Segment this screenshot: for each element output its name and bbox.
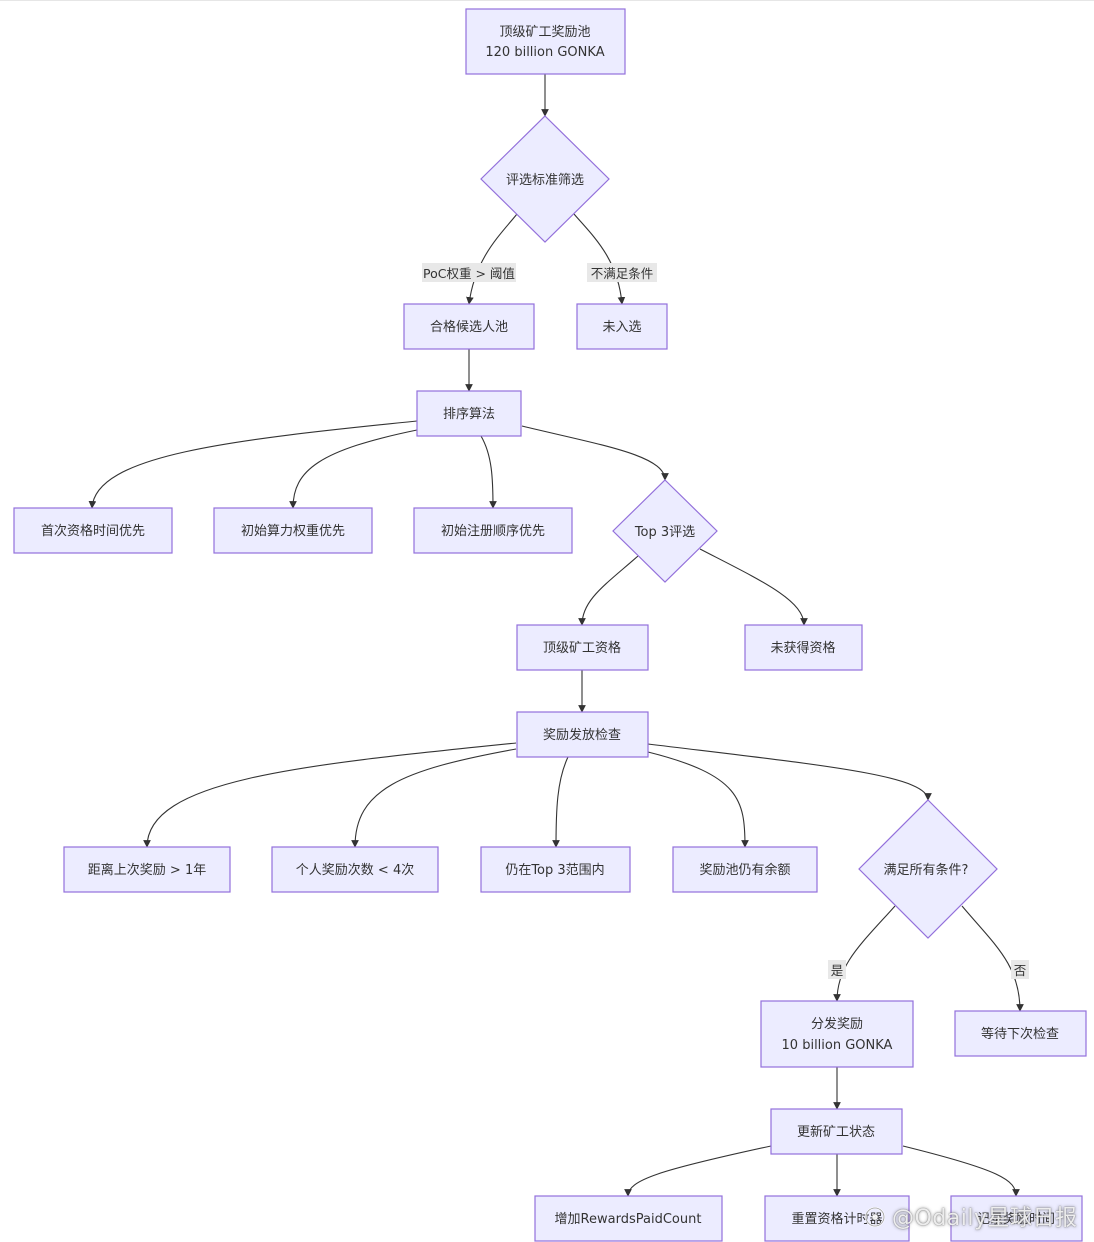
node-balance-label: 奖励池仍有余额 [699,862,790,878]
edge-label-yes-text: 是 [831,963,844,978]
node-since-last: 距离上次奖励 > 1年 [63,846,231,893]
node-pool: 顶级矿工奖励池 120 billion GONKA [465,8,626,75]
node-pool-amount: 120 billion GONKA [485,45,604,60]
node-distribute-title: 分发奖励 [811,1016,863,1032]
node-wait-label: 等待下次检查 [981,1026,1059,1042]
node-reg-order-label: 初始注册顺序优先 [441,524,545,539]
watermark: @Odaily星球日报 [862,1196,1088,1236]
node-initial-power-label: 初始算力权重优先 [241,523,345,539]
node-still-top3-label: 仍在Top 3范围内 [505,862,604,878]
edge-check-balance [647,751,749,848]
edge-all-met-distribute [833,905,896,1002]
edge-label-no: 否 [1011,960,1029,979]
node-first-time: 首次资格时间优先 [13,507,173,554]
edge-label-yes: 是 [828,960,846,979]
node-inc-count: 增加RewardsPaidCount [534,1195,723,1242]
edge-sorting-reg-order [480,435,497,509]
edge-check-still-top3 [552,756,569,848]
node-distribute: 分发奖励 10 billion GONKA [760,1000,914,1068]
edge-top3-not-obtained [699,548,808,626]
edge-update-record-time [902,1145,1020,1197]
node-update: 更新矿工状态 [770,1108,903,1155]
node-qualified-label: 合格候选人池 [430,319,508,335]
node-check-label: 奖励发放检查 [543,727,621,743]
node-count-limit-label: 个人奖励次数 < 4次 [296,862,414,878]
node-reg-order: 初始注册顺序优先 [413,507,573,554]
node-reset-timer-label: 重置资格计时器 [791,1211,882,1227]
node-not-obtained-label: 未获得资格 [770,640,835,656]
edge-label-no-text: 否 [1014,963,1027,978]
node-initial-power: 初始算力权重优先 [213,507,373,554]
node-not-obtained: 未获得资格 [744,624,863,671]
watermark-logo-icon [865,1207,885,1227]
node-all-met-label: 满足所有条件? [884,862,969,878]
node-criteria-label: 评选标准筛选 [506,173,584,188]
node-qualified: 合格候选人池 [403,303,535,350]
node-top-miner: 顶级矿工资格 [516,624,649,671]
node-wait: 等待下次检查 [954,1010,1087,1057]
node-not-selected-label: 未入选 [602,320,641,335]
node-top3-label: Top 3评选 [634,525,695,540]
node-count-limit: 个人奖励次数 < 4次 [271,846,439,893]
edge-criteria-not-selected [573,213,626,305]
top-divider [0,0,1094,1]
edge-check-since-last [143,742,517,848]
watermark-text: @Odaily星球日报 [892,1206,1078,1231]
edge-check-all-met [647,743,932,801]
node-first-time-label: 首次资格时间优先 [41,523,145,539]
edges [88,74,1024,1197]
node-top-miner-label: 顶级矿工资格 [543,640,621,656]
node-distribute-amount: 10 billion GONKA [782,1038,893,1053]
node-balance: 奖励池仍有余额 [672,846,818,893]
node-all-met: 满足所有条件? [858,799,998,939]
edge-top3-top-miner [578,555,639,626]
node-reset-timer: 重置资格计时器 [764,1195,910,1242]
node-still-top3: 仍在Top 3范围内 [480,846,631,893]
edge-update-inc-count [624,1145,772,1197]
node-criteria: 评选标准筛选 [480,115,610,243]
node-check: 奖励发放检查 [516,711,649,758]
edge-label-unmet: 不满足条件 [587,263,657,282]
node-sorting-label: 排序算法 [443,407,495,422]
node-record-time: 记录奖励时间 [950,1195,1083,1242]
edge-sorting-top3 [521,425,669,481]
edge-check-count-limit [351,748,517,848]
node-since-last-label: 距离上次奖励 > 1年 [88,862,206,878]
node-pool-title: 顶级矿工奖励池 [499,25,590,40]
edge-sorting-initial-power [289,429,418,509]
node-top3: Top 3评选 [612,479,718,583]
node-inc-count-label: 增加RewardsPaidCount [555,1212,702,1227]
edge-sorting-first-time [88,420,418,509]
edge-label-unmet-text: 不满足条件 [591,266,654,281]
edge-all-met-wait [961,905,1024,1012]
edge-label-poc-text: PoC权重 > 阈值 [423,266,515,281]
node-record-time-label: 记录奖励时间 [977,1212,1055,1227]
edge-label-poc: PoC权重 > 阈值 [422,263,516,282]
node-update-label: 更新矿工状态 [797,1124,875,1140]
edge-criteria-qualified [466,213,518,305]
node-sorting: 排序算法 [416,390,522,437]
node-not-selected: 未入选 [576,303,668,350]
